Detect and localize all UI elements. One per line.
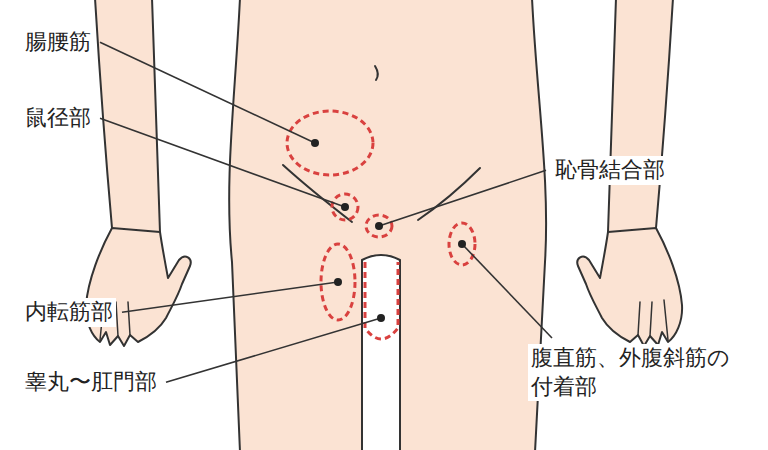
leader-line xyxy=(100,42,315,143)
leader-dot xyxy=(341,203,349,211)
leader-line xyxy=(122,282,338,312)
left-arm xyxy=(86,0,191,346)
part-label: 腹直筋、外腹斜筋の 付着部 xyxy=(528,344,739,401)
part-label: 睾丸〜肛門部 xyxy=(22,368,160,397)
part-label: 内転筋部 xyxy=(22,298,116,327)
leader-dot xyxy=(458,240,466,248)
pain-areas xyxy=(287,111,475,339)
part-label: 恥骨結合部 xyxy=(552,156,668,185)
torso xyxy=(229,0,546,450)
leader-dot xyxy=(334,278,342,286)
leader-line xyxy=(379,170,546,226)
leader-dot xyxy=(375,222,383,230)
part-label: 腸腰筋 xyxy=(22,28,94,57)
leader-line xyxy=(462,244,552,338)
part-label: 鼠径部 xyxy=(22,104,94,133)
leader-dot xyxy=(377,314,385,322)
leader-dot xyxy=(311,139,319,147)
leader-line xyxy=(166,318,381,382)
leader-line xyxy=(100,118,345,207)
